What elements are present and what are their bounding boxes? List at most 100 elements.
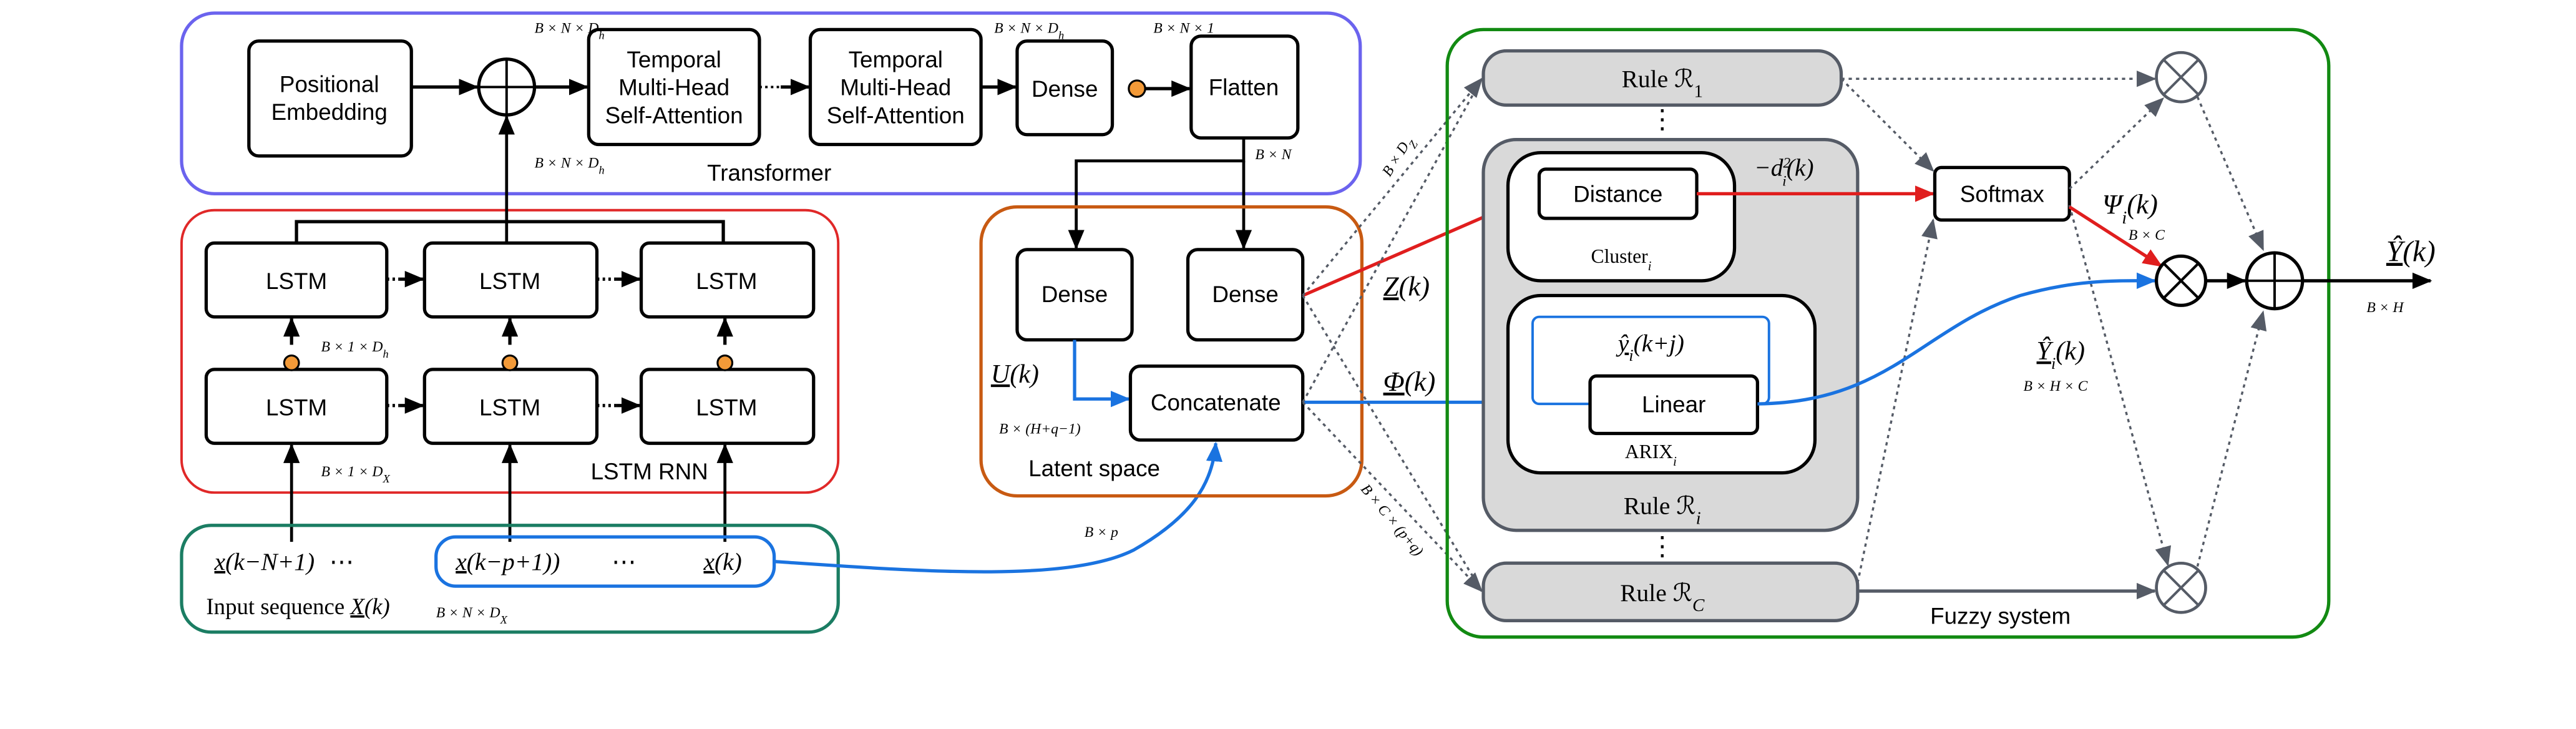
product-node-top-icon [2155, 51, 2207, 104]
yhat-i-label: ŷi(k+j) [1616, 330, 1684, 364]
arrow-linear-to-product [1757, 272, 2157, 406]
concatenate-label: Concatenate [1151, 390, 1281, 416]
u-label: U(k) [991, 360, 1039, 389]
arrow-softmax-to-product [2068, 205, 2163, 268]
softmax-label: Softmax [1960, 182, 2045, 207]
dotted-link [2196, 310, 2267, 567]
yhat-i-output-label: Ŷi(k) [2037, 336, 2085, 373]
lstm-cell-bottom-2: LSTM [422, 368, 599, 445]
dim-label: B × (H+q−1) [999, 421, 1081, 437]
lstm-label: LSTM [266, 395, 327, 421]
dim-label: B × DZ [1379, 134, 1420, 182]
transformer-group: Transformer Positional Embedding Tempora… [180, 11, 1362, 196]
dense-label: Dense [1032, 76, 1098, 102]
attention-label: Multi-Head [840, 75, 951, 100]
lstm-label: LSTM [266, 268, 327, 294]
positional-embedding-block: Positional Embedding [247, 39, 413, 158]
concatenate-block: Concatenate [1128, 364, 1305, 442]
vertical-ellipsis: ⋮ [1649, 532, 1676, 561]
latent-space-group: Latent space Dense Dense Concatenate U(k… [979, 205, 1364, 498]
z-label: Z(k) [1383, 271, 1430, 302]
phi-label: Φ(k) [1383, 366, 1436, 397]
dotted-link [1302, 78, 1483, 403]
dense-u-block: Dense [1015, 248, 1134, 342]
rule-c-block: Rule ℛC [1481, 561, 1860, 623]
lstm-label: LSTM [479, 395, 540, 421]
dim-label: B × N × Dh [994, 21, 1064, 42]
dense-label: Dense [1042, 281, 1108, 307]
dim-label: B × C [2129, 227, 2165, 243]
dotted-link [2068, 97, 2165, 190]
psi-label: Ψi(k) [2102, 188, 2158, 228]
sum-node-icon [477, 57, 537, 117]
positional-embedding-label-2: Embedding [271, 99, 388, 125]
input-x-k: x(k) [703, 548, 741, 575]
product-node-bottom-icon [2155, 561, 2207, 614]
dotted-link [2068, 205, 2172, 567]
dim-label: B × H [2366, 300, 2404, 316]
vertical-ellipsis: ⋮ [1649, 105, 1676, 134]
attention-label: Temporal [849, 47, 943, 72]
attention-block-2: Temporal Multi-Head Self-Attention [808, 27, 983, 147]
output-yhat-label: Ŷ(k) [2386, 235, 2436, 268]
dim-label: B × H × C [2024, 378, 2088, 394]
lstm-cell-top-1: LSTM [204, 241, 389, 319]
fuzzy-system-label: Fuzzy system [1930, 604, 2071, 629]
linear-label: Linear [1642, 391, 1705, 417]
lstm-cell-top-2: LSTM [422, 241, 599, 319]
lstm-cell-top-3: LSTM [639, 241, 816, 319]
dotted-link [1302, 77, 1483, 296]
softmax-block: Softmax [1933, 165, 2071, 222]
lstm-rnn-label: LSTM RNN [591, 459, 708, 484]
dotted-link [1302, 295, 1483, 592]
rule-1-label: Rule ℛ1 [1622, 65, 1703, 101]
fuzzy-frame [1445, 27, 2331, 639]
rule-i-block: Distance Clusteri Linear ŷi(k+j) ARIXi R… [1481, 137, 1860, 532]
latent-space-label: Latent space [1028, 456, 1160, 481]
arix-label: ARIXi [1625, 441, 1677, 469]
attention-label: Multi-Head [618, 75, 729, 100]
input-sequence-label: Input sequence X(k) [206, 594, 389, 619]
flatten-block: Flatten [1189, 34, 1300, 140]
arrow-u-to-concatenate [1073, 340, 1131, 408]
cluster-label: Clusteri [1591, 245, 1652, 273]
attention-label: Temporal [627, 47, 721, 72]
attention-block-1: Temporal Multi-Head Self-Attention [587, 27, 761, 147]
dotted-link [2196, 96, 2265, 252]
attention-label: Self-Attention [605, 102, 743, 128]
dim-label: B × N × DX [436, 605, 508, 626]
lstm-output-bus [295, 220, 725, 243]
dim-label: B × 1 × Dh [321, 339, 389, 360]
linear-block [1588, 374, 1759, 436]
lstm-rnn-group: LSTM RNN LSTM LSTM LSTM LSTM LSTM LSTM B… [180, 115, 840, 542]
input-x-p: x(k−p+1)) [455, 548, 560, 575]
transformer-dense-block: Dense [1015, 39, 1115, 137]
ellipsis: ⋯ [612, 548, 636, 575]
ellipsis: ⋯ [329, 548, 354, 575]
input-frame [180, 524, 840, 634]
dim-label: B × p [1085, 524, 1118, 541]
arrow-window-to-concatenate [774, 441, 1223, 574]
dim-label: B × 1 × DX [321, 464, 391, 485]
dim-label: B × N [1255, 147, 1292, 163]
positional-embedding-label-1: Positional [280, 71, 379, 97]
dense-z-block: Dense [1186, 248, 1305, 342]
attention-label: Self-Attention [827, 102, 965, 128]
dim-label: B × N × Dh [535, 155, 605, 176]
lstm-label: LSTM [479, 268, 540, 294]
rule-1-block: Rule ℛ1 [1481, 49, 1843, 107]
fuzzy-system-group: Fuzzy system Rule ℛ1 ⋮ Distance Clusteri… [1445, 27, 2331, 639]
dotted-link [1302, 401, 1483, 592]
dropout-dot-icon [283, 354, 300, 371]
lstm-recurrent-arrows [283, 271, 733, 414]
product-node-middle-icon [2154, 254, 2208, 307]
dim-label: B × N × Dh [535, 21, 605, 42]
input-sequence-group: x(k−N+1) ⋯ x(k−p+1)) ⋯ x(k) Input sequen… [180, 524, 840, 634]
dropout-dot-icon [1128, 79, 1146, 98]
rule-i-label: Rule ℛi [1624, 492, 1701, 528]
dim-label: B × N × 1 [1153, 21, 1214, 37]
flatten-label: Flatten [1209, 75, 1279, 100]
transformer-label: Transformer [707, 160, 831, 185]
